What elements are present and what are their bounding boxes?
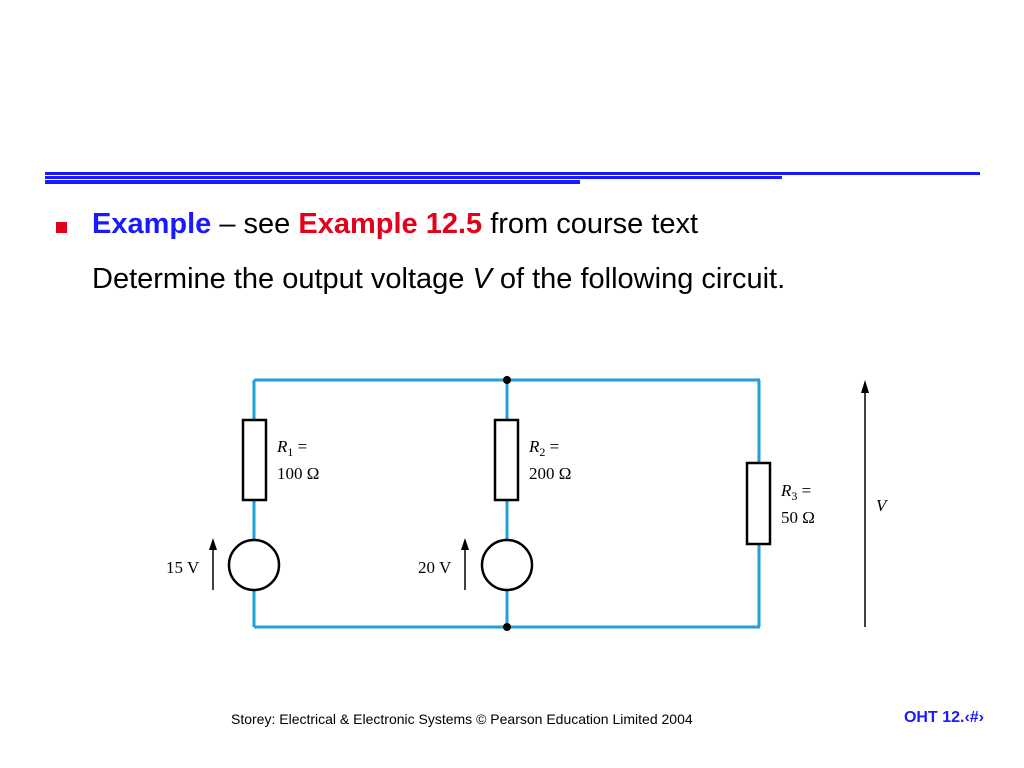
output-voltage-label: V [876, 496, 889, 515]
voltage-source-2 [480, 538, 534, 592]
output-arrow-icon [861, 380, 869, 627]
header-rule-middle [45, 176, 782, 179]
keyword-example-ref: Example 12.5 [298, 208, 483, 240]
source1-label: 15 V [166, 558, 200, 577]
square-bullet-icon [56, 222, 67, 233]
source2-label: 20 V [418, 558, 452, 577]
bullet-separator: – see [211, 208, 299, 240]
keyword-example: Example [92, 208, 212, 240]
header-rule-bottom [45, 180, 580, 184]
footer-citation: Storey: Electrical & Electronic Systems … [231, 711, 693, 727]
instruction-text: Determine the output voltage V of the fo… [92, 263, 785, 296]
r3-label: R3 = [780, 481, 811, 503]
resistor-r1 [241, 418, 268, 502]
r2-value: 200 Ω [529, 464, 571, 483]
r1-value: 100 Ω [277, 464, 319, 483]
r3-value: 50 Ω [781, 508, 815, 527]
instruction-after: of the following circuit. [491, 263, 786, 295]
arrow-up-icon [461, 538, 469, 590]
junction-dot-bottom [503, 623, 511, 631]
resistor-r3 [745, 461, 772, 546]
bullet-tail: from course text [482, 208, 699, 240]
arrow-up-icon [209, 538, 217, 590]
voltage-source-1 [227, 538, 281, 592]
instruction-var: V [472, 263, 492, 295]
instruction-before: Determine the output voltage [92, 263, 473, 295]
resistor-r2 [493, 418, 520, 502]
slide-number: OHT 12.‹#› [903, 709, 984, 726]
bullet-text: Example – see Example 12.5 from course t… [92, 208, 698, 241]
junction-dot-top [503, 376, 511, 384]
r1-label: R1 = [276, 437, 307, 459]
r2-label: R2 = [528, 437, 559, 459]
header-rule-top [45, 172, 980, 175]
